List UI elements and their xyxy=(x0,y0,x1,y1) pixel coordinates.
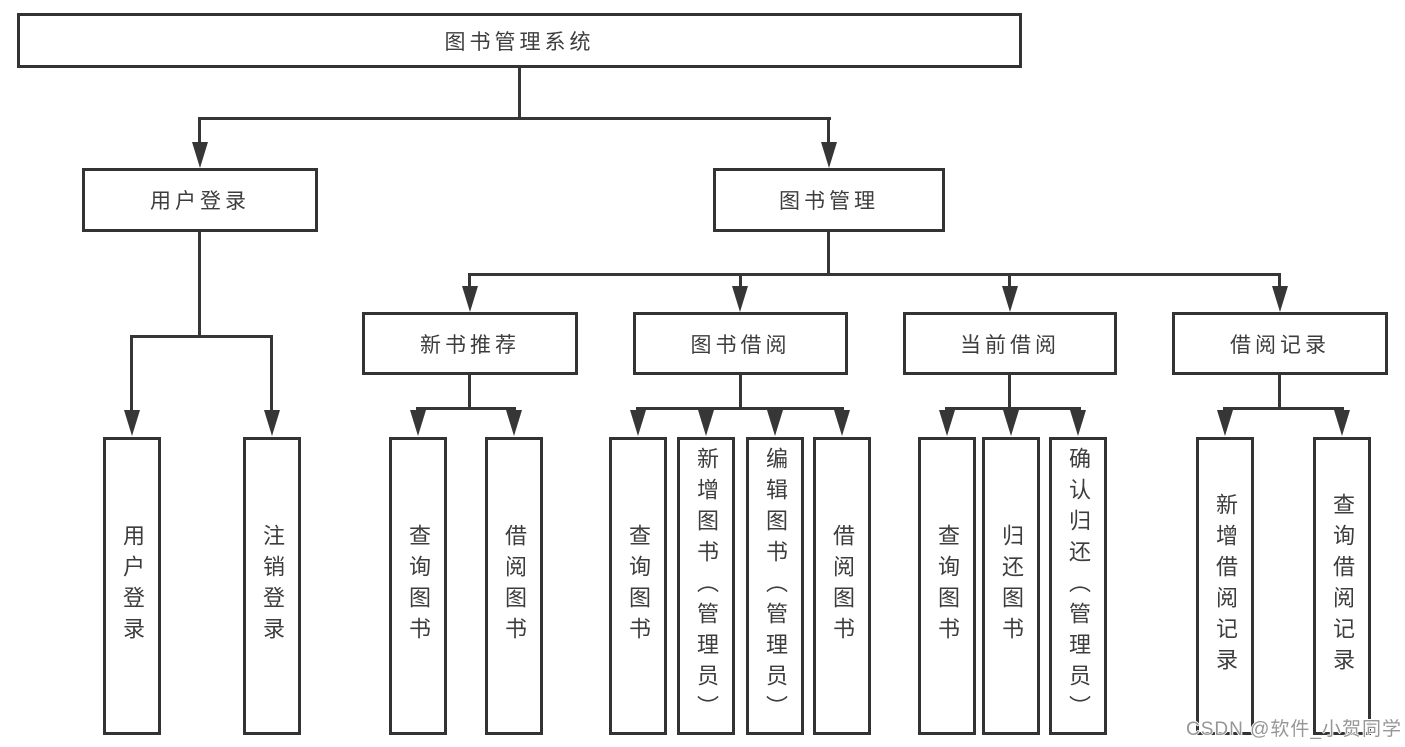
connector-line xyxy=(827,117,830,144)
connector-line xyxy=(1278,375,1281,410)
leaf-add-books-admin: 新增图书（管理员） xyxy=(677,437,735,735)
leaf-label: 确认归还（管理员） xyxy=(1066,446,1091,726)
leaf-label: 查询图书 xyxy=(406,524,431,648)
leaf-confirm-return-admin: 确认归还（管理员） xyxy=(1049,437,1107,735)
leaf-label: 用户登录 xyxy=(120,524,145,648)
node-label: 当前借阅 xyxy=(960,333,1060,357)
connector-line xyxy=(198,117,831,120)
arrow-down-icon xyxy=(732,286,748,312)
connector-line xyxy=(1278,273,1281,288)
arrow-down-icon xyxy=(1272,286,1288,312)
connector-line xyxy=(468,273,1281,276)
node-label: 图书管理系统 xyxy=(444,30,595,54)
arrow-down-icon xyxy=(506,410,522,436)
leaf-label: 查询借阅记录 xyxy=(1330,493,1355,679)
node-new-book-recommend: 新书推荐 xyxy=(362,312,578,375)
arrow-down-icon xyxy=(1002,286,1018,312)
arrow-down-icon xyxy=(767,410,783,436)
leaf-borrow-books-recommend: 借阅图书 xyxy=(485,437,543,735)
arrow-down-icon xyxy=(821,142,837,168)
arrow-down-icon xyxy=(1003,410,1019,436)
connector-line xyxy=(739,375,742,410)
arrow-down-icon xyxy=(1070,410,1086,436)
connector-line xyxy=(468,273,471,288)
leaf-logout-login: 注销登录 xyxy=(243,437,301,735)
leaf-borrow-books-borrow: 借阅图书 xyxy=(813,437,871,735)
connector-line xyxy=(270,335,273,411)
connector-line xyxy=(130,335,273,338)
arrow-down-icon xyxy=(630,410,646,436)
connector-line xyxy=(198,232,201,338)
node-label: 借阅记录 xyxy=(1230,333,1330,357)
csdn-watermark: CSDN @软件_小贺同学 xyxy=(1186,719,1402,740)
leaf-user-login: 用户登录 xyxy=(103,437,161,735)
node-label: 用户登录 xyxy=(150,190,250,213)
connector-line xyxy=(416,407,516,410)
leaf-edit-books-admin: 编辑图书（管理员） xyxy=(746,437,804,735)
arrow-down-icon xyxy=(834,410,850,436)
arrow-down-icon xyxy=(1334,410,1350,436)
node-label: 图书管理 xyxy=(779,190,879,213)
leaf-return-books: 归还图书 xyxy=(982,437,1040,735)
connector-line xyxy=(1008,273,1011,288)
node-book-borrow: 图书借阅 xyxy=(633,312,848,375)
leaf-query-books-recommend: 查询图书 xyxy=(389,437,447,735)
node-current-borrow: 当前借阅 xyxy=(903,312,1117,375)
arrow-down-icon xyxy=(264,410,280,436)
connector-line xyxy=(945,407,1081,410)
leaf-query-books-current: 查询图书 xyxy=(918,437,976,735)
leaf-label: 编辑图书（管理员） xyxy=(763,446,788,726)
arrow-down-icon xyxy=(124,410,140,436)
leaf-label: 注销登录 xyxy=(260,524,285,648)
connector-line xyxy=(468,375,471,410)
leaf-label: 借阅图书 xyxy=(502,524,527,648)
node-label: 新书推荐 xyxy=(420,333,520,357)
connector-line xyxy=(518,68,521,120)
connector-line xyxy=(827,232,830,276)
leaf-query-borrow-record: 查询借阅记录 xyxy=(1313,437,1371,735)
connector-line xyxy=(198,117,201,144)
node-library-system: 图书管理系统 xyxy=(17,13,1022,68)
leaf-label: 新增借阅记录 xyxy=(1213,493,1238,679)
connector-line xyxy=(1223,407,1344,410)
node-label: 图书借阅 xyxy=(690,333,791,357)
leaf-label: 归还图书 xyxy=(999,524,1024,648)
node-book-management: 图书管理 xyxy=(713,168,945,232)
connector-line xyxy=(739,273,742,288)
leaf-label: 查询图书 xyxy=(935,524,960,648)
leaf-label: 借阅图书 xyxy=(830,524,855,648)
arrow-down-icon xyxy=(462,286,478,312)
arrow-down-icon xyxy=(410,410,426,436)
arrow-down-icon xyxy=(939,410,955,436)
leaf-label: 查询图书 xyxy=(626,524,651,648)
connector-line xyxy=(1008,375,1011,410)
node-user-login: 用户登录 xyxy=(82,168,318,232)
arrow-down-icon xyxy=(698,410,714,436)
connector-line xyxy=(130,335,133,411)
arrow-down-icon xyxy=(1217,410,1233,436)
connector-line xyxy=(636,407,844,410)
leaf-query-books-borrow: 查询图书 xyxy=(609,437,667,735)
arrow-down-icon xyxy=(192,142,208,168)
leaf-add-borrow-record: 新增借阅记录 xyxy=(1196,437,1254,735)
leaf-label: 新增图书（管理员） xyxy=(694,446,719,726)
node-borrow-records: 借阅记录 xyxy=(1172,312,1388,375)
